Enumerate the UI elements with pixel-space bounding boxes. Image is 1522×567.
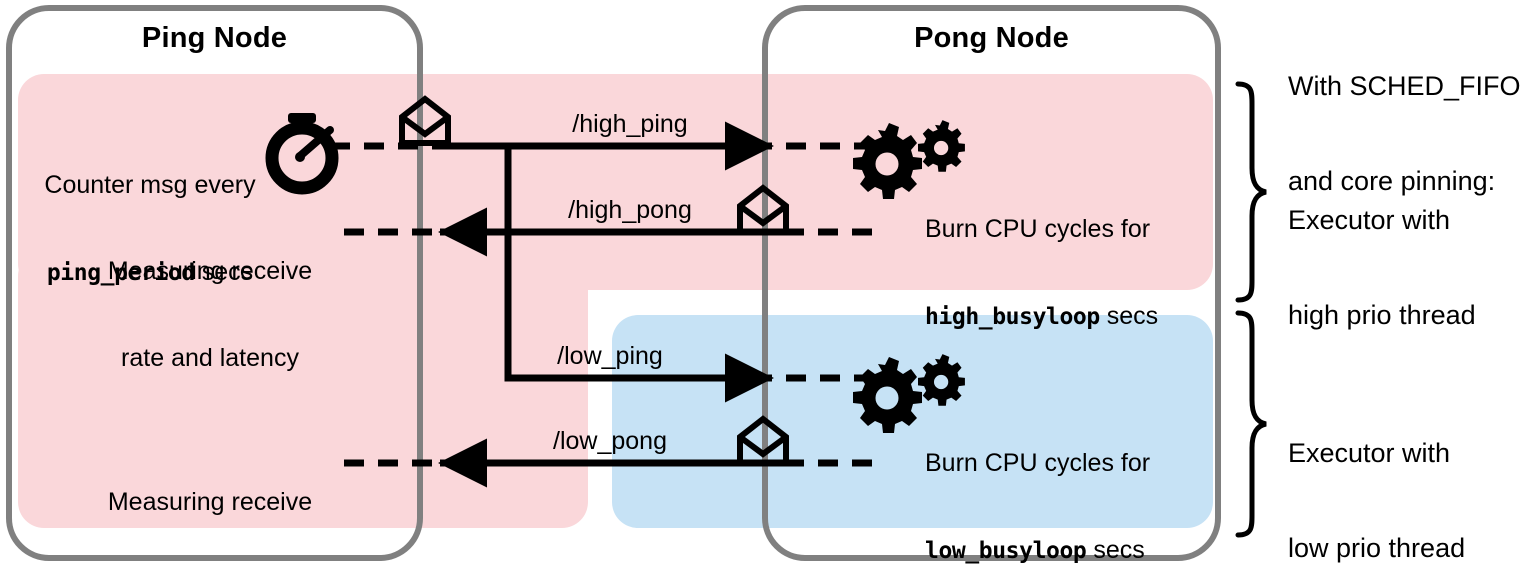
stopwatch-icon	[265, 113, 339, 195]
legend-high-line2: high prio thread	[1288, 299, 1476, 330]
ping-measure-high-label: Measuring receive rate and latency	[90, 198, 330, 432]
pong-node-title: Pong Node	[914, 22, 1069, 54]
legend-low-line1: Executor with	[1288, 438, 1451, 469]
burn-low-line1: Burn CPU cycles for	[925, 448, 1151, 477]
gears-icon	[853, 354, 965, 433]
measure-high-line2: rate and latency	[121, 344, 299, 373]
measure-low-line1: Measuring receive	[107, 487, 313, 516]
burn-high-line1: Burn CPU cycles for	[925, 214, 1151, 243]
topic-high-ping-label: /high_ping	[572, 110, 688, 138]
ping-measure-low-label: Measuring receive rate and latency	[90, 429, 330, 567]
pong-burn-low-label: Burn CPU cycles for low_busyloop secs	[925, 390, 1195, 567]
high-busyloop-code: high_busyloop	[925, 304, 1100, 331]
legend-header-line2: and core pinning:	[1288, 165, 1496, 196]
pong-burn-high-label: Burn CPU cycles for high_busyloop secs	[925, 156, 1195, 390]
measure-high-line1: Measuring receive	[107, 256, 313, 285]
ping-period-tail: secs	[194, 258, 254, 287]
envelope-icon	[399, 95, 451, 146]
burn-high-line2: high_busyloop secs	[925, 302, 1195, 331]
legend-high-executor: Executor with high prio thread	[1288, 142, 1518, 395]
ping-counter-line2: ping_period secs	[30, 258, 270, 287]
topic-high-pong-label: /high_pong	[568, 196, 692, 224]
ping-branch-connector	[504, 146, 742, 382]
low-busyloop-tail: secs	[1086, 536, 1145, 565]
low-executor-brace	[1235, 310, 1267, 538]
high-executor-brace	[1235, 81, 1267, 303]
legend-high-line1: Executor with	[1288, 205, 1451, 236]
gears-icon	[853, 120, 965, 199]
low-busyloop-code: low_busyloop	[925, 538, 1087, 565]
legend-low-line2: low prio thread	[1288, 532, 1466, 563]
legend-header-line1: With SCHED_FIFO	[1288, 71, 1521, 102]
pong-node-box	[762, 5, 1221, 561]
high-busyloop-tail: secs	[1099, 302, 1159, 331]
ping-counter-line1: Counter msg every	[44, 170, 256, 199]
legend-header: With SCHED_FIFO and core pinning:	[1288, 8, 1521, 261]
ping-period-code: ping_period	[46, 260, 195, 287]
legend-low-executor: Executor with low prio thread	[1288, 375, 1518, 567]
ping-counter-label: Counter msg every ping_period secs	[30, 112, 270, 346]
burn-low-line2: low_busyloop secs	[925, 536, 1195, 565]
ping-node-box	[6, 5, 423, 561]
ping-node-title: Ping Node	[141, 22, 288, 54]
topic-low-pong-label: /low_pong	[553, 427, 667, 455]
envelope-icon	[737, 184, 789, 235]
envelope-icon	[737, 415, 789, 466]
topic-low-ping-label: /low_ping	[557, 342, 663, 370]
